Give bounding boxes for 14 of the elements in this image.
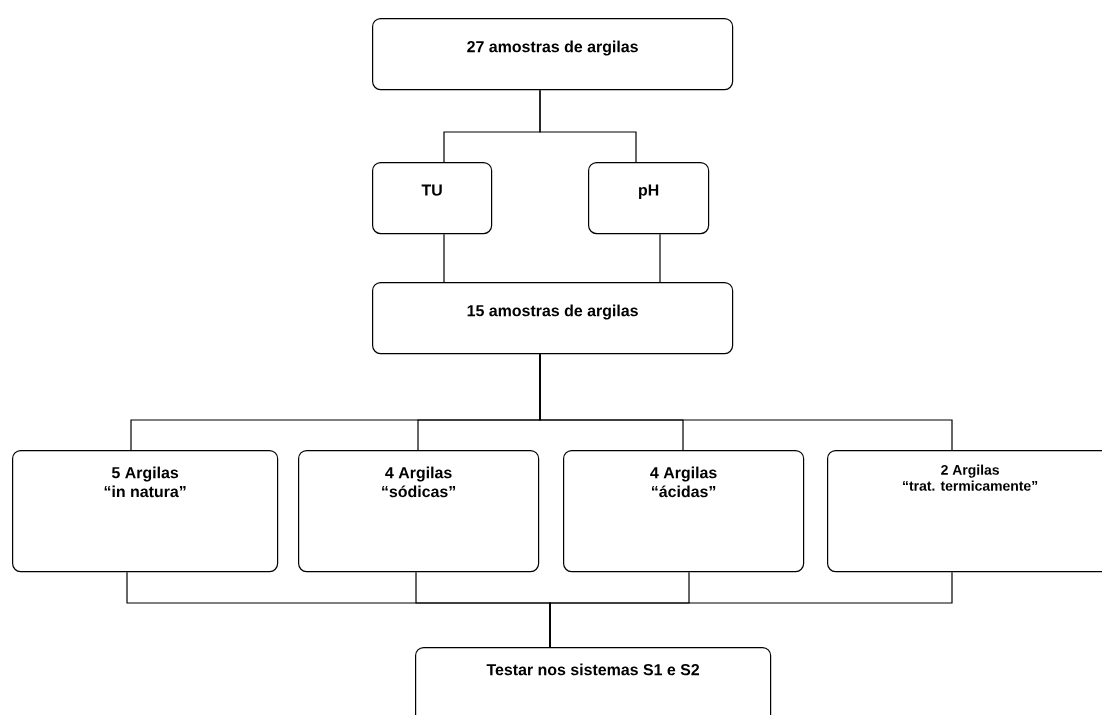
connector-line [549, 571, 953, 648]
process-box: 15 amostras de argilas [372, 282, 734, 355]
connector-line [539, 89, 637, 163]
connector-line [659, 233, 661, 283]
process-box: 27 amostras de argilas [372, 18, 734, 91]
process-box: Testar nos sistemas S1 e S2 [415, 647, 772, 715]
process-box: 5 Argilas “in natura” [12, 450, 279, 573]
process-box: TU [372, 162, 493, 235]
process-box: pH [588, 162, 710, 235]
process-box: 4 Argilas “sódicas” [298, 450, 540, 573]
connector-line [443, 233, 445, 283]
process-box: 2 Argilas “trat. termicamente” [827, 450, 1102, 573]
process-box: 4 Argilas “ácidas” [563, 450, 805, 573]
connector-line [539, 353, 953, 451]
